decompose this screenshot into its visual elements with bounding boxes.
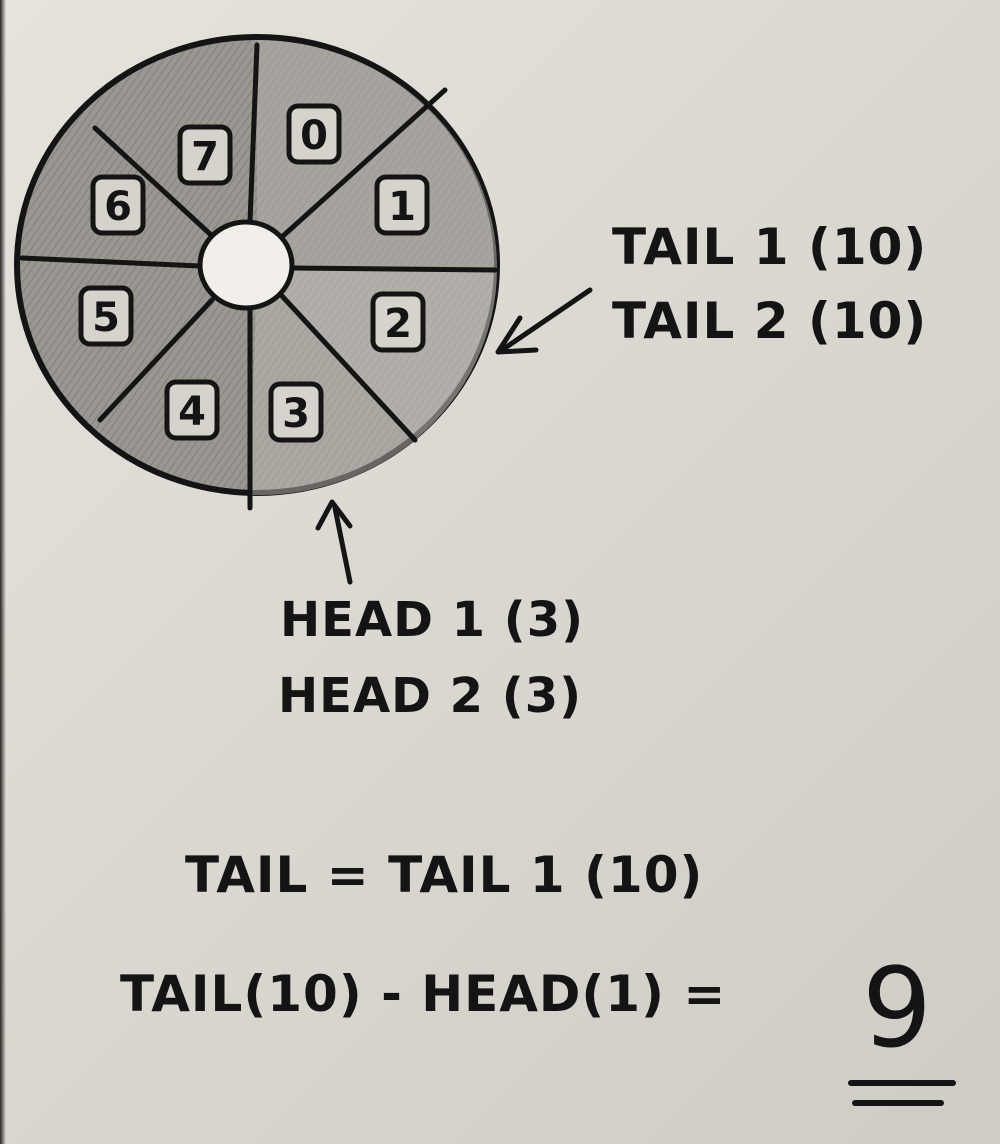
- slot-number: 3: [282, 391, 310, 437]
- slot-box: [268, 381, 324, 443]
- ring-slot-boxes: 0 1 2 3 4 5 6 7: [78, 103, 430, 443]
- result-underline-bottom: [852, 1100, 944, 1106]
- tail2-label: TAIL 2 (10): [612, 292, 928, 350]
- slot-box: [164, 379, 220, 441]
- slot-number: 4: [178, 389, 206, 435]
- ring-spokes: [19, 42, 498, 511]
- sheet-edge-shadow: [0, 0, 6, 1144]
- result-underline-top: [848, 1080, 956, 1086]
- difference-equation: TAIL(10) - HEAD(1) =: [120, 965, 727, 1023]
- slot-5: 5: [78, 285, 134, 347]
- head1-label: HEAD 1 (3): [280, 592, 585, 648]
- slot-7: 7: [177, 124, 233, 186]
- slot-number: 5: [92, 295, 120, 341]
- slot-number: 7: [191, 134, 219, 180]
- slot-6: 6: [90, 174, 146, 236]
- slot-box: [374, 174, 430, 236]
- slot-number: 1: [388, 184, 416, 230]
- tail-arrow: [495, 287, 593, 355]
- slot-3: 3: [268, 381, 324, 443]
- slot-box: [177, 124, 233, 186]
- slot-number: 0: [300, 113, 328, 159]
- tail1-label: TAIL 1 (10): [612, 218, 928, 276]
- slot-box: [286, 103, 342, 165]
- slot-box: [90, 174, 146, 236]
- tail-equation: TAIL = TAIL 1 (10): [185, 846, 704, 904]
- slot-2: 2: [370, 291, 426, 353]
- slot-box: [370, 291, 426, 353]
- slot-0: 0: [286, 103, 342, 165]
- head-arrow: [315, 499, 353, 585]
- slot-number: 2: [384, 301, 412, 347]
- slot-1: 1: [374, 174, 430, 236]
- slot-4: 4: [164, 379, 220, 441]
- slot-number: 6: [104, 184, 132, 230]
- ring-hub: [197, 219, 295, 311]
- result-value: 9: [862, 944, 932, 1072]
- head2-label: HEAD 2 (3): [278, 668, 583, 724]
- slot-box: [78, 285, 134, 347]
